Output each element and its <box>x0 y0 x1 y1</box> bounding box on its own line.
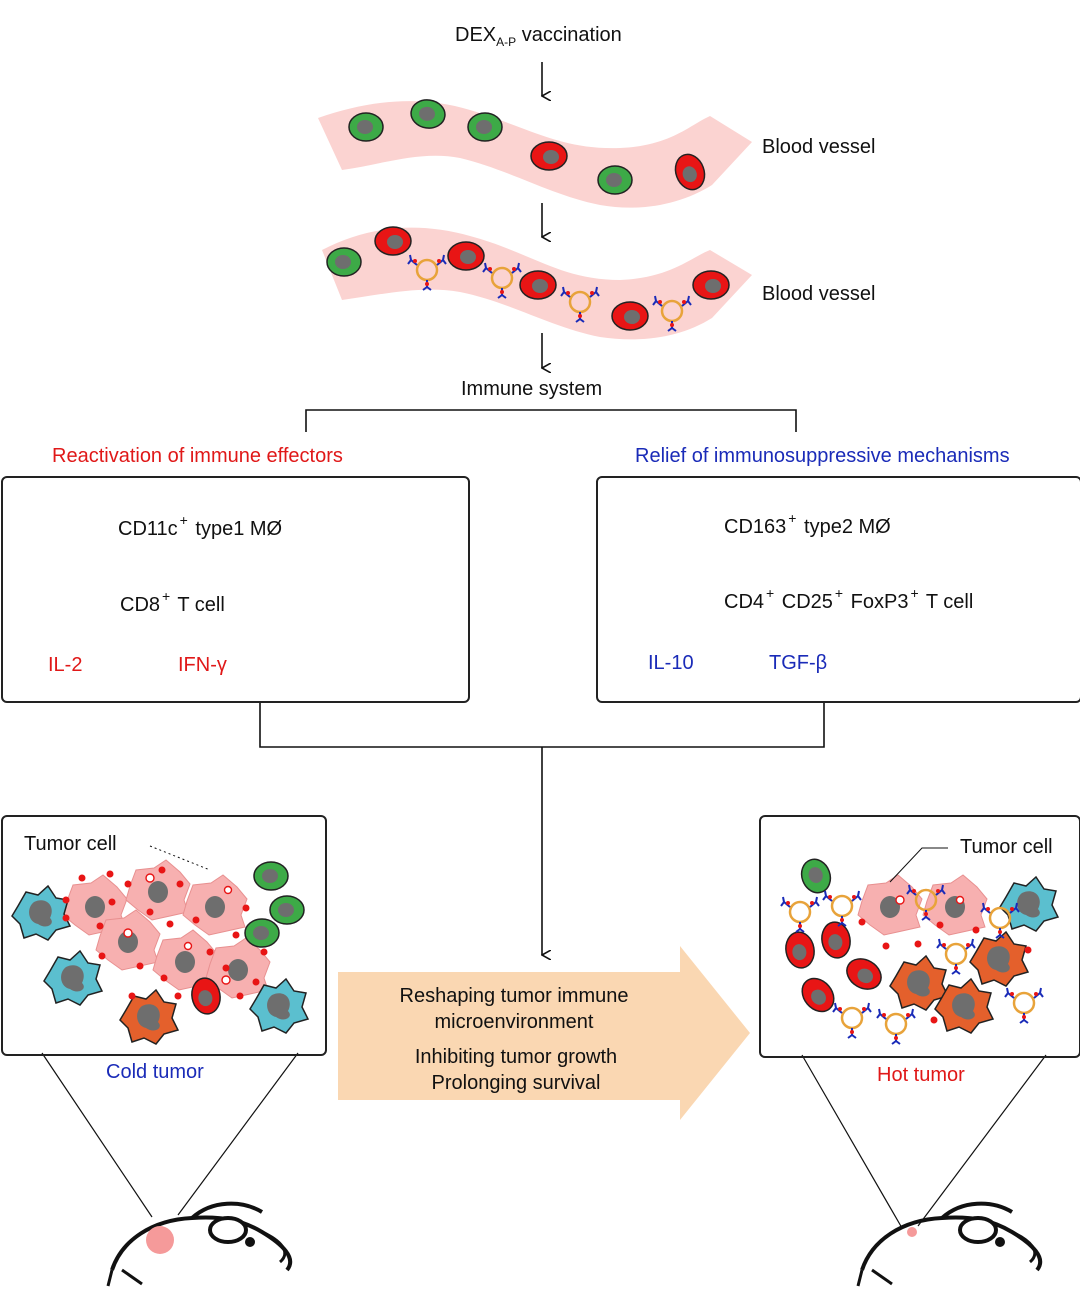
center-text-2: Inhibiting tumor growth Prolonging survi… <box>414 1046 618 1094</box>
ifn-label: IFN-γ <box>178 654 227 676</box>
il2-label: IL-2 <box>48 654 83 676</box>
cold-tumor-label: Cold tumor <box>106 1061 204 1083</box>
cd4-label: CD4+ CD25+ FoxP3+ T cell <box>724 585 974 613</box>
cold-tumor-box <box>1 815 327 1056</box>
tgf-label: TGF-β <box>769 652 828 674</box>
cold-tumor-cell-label: Tumor cell <box>24 833 117 855</box>
center-text-1: Reshaping tumor immune microenvironment <box>399 985 629 1033</box>
vaccination-title: DEXA-P vaccination <box>455 24 622 49</box>
mouse-hot <box>856 1201 1043 1287</box>
center-arrow <box>338 946 750 1120</box>
hot-tumor-cell-label: Tumor cell <box>960 836 1053 858</box>
right-panel-title: Relief of immunosuppressive mechanisms <box>635 445 1010 467</box>
cd11c-label: CD11c+ type1 MØ <box>118 512 283 540</box>
cd163-label: CD163+ type2 MØ <box>724 510 891 538</box>
mouse-cold <box>106 1201 293 1287</box>
left-panel-title: Reactivation of immune effectors <box>52 445 343 467</box>
blood-vessel-label-2: Blood vessel <box>762 283 876 305</box>
il10-label: IL-10 <box>648 652 694 674</box>
hot-tumor-cells <box>779 847 1059 1046</box>
immune-system-label: Immune system <box>461 378 603 400</box>
dex-sub: A-P <box>496 35 517 49</box>
left-panel <box>1 476 470 703</box>
cd8-label: CD8+ T cell <box>120 588 225 616</box>
right-panel <box>596 476 1080 703</box>
hot-tumor-label: Hot tumor <box>877 1064 965 1086</box>
cold-tumor-cells <box>11 845 309 1045</box>
blood-vessel-label-1: Blood vessel <box>762 136 876 158</box>
dex-main: DEX <box>455 24 497 46</box>
dex-rest: vaccination <box>516 24 622 46</box>
